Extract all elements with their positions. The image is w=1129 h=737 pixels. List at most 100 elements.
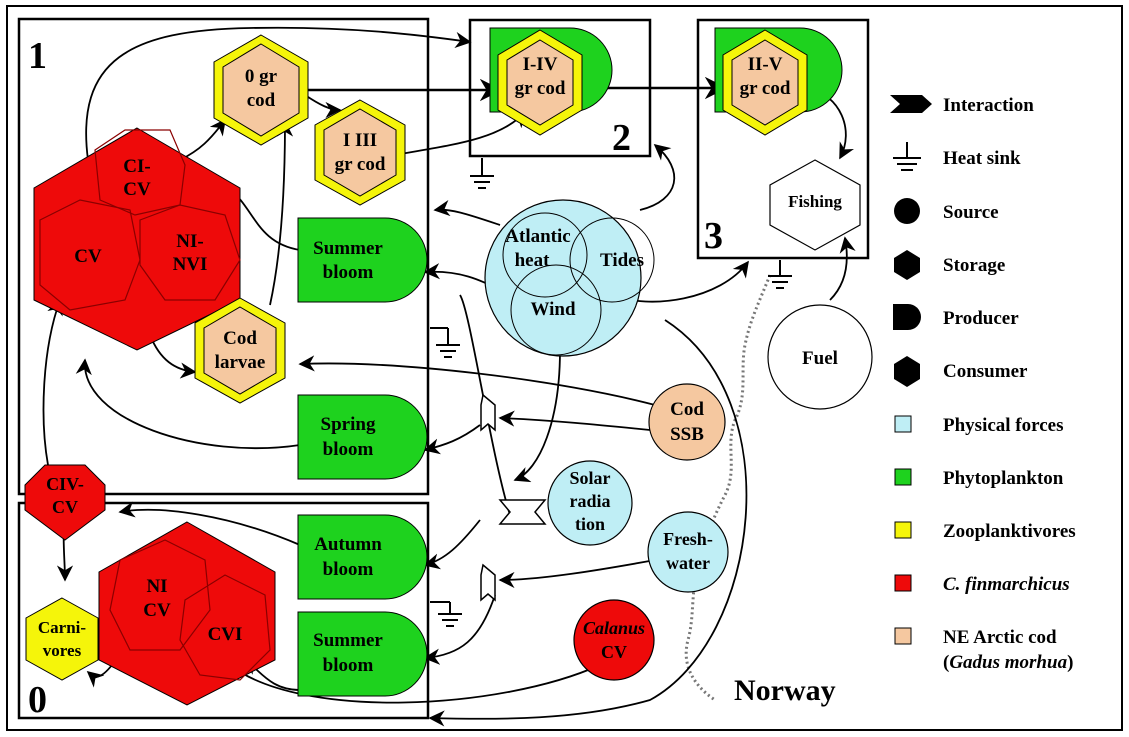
wind-label: Wind xyxy=(530,299,576,320)
fishing-hexagon xyxy=(769,159,861,251)
arrow-autumn-to-civcv xyxy=(118,501,301,546)
summer0-label-1: Summer xyxy=(313,630,383,651)
arrow-fresh-to-interaction xyxy=(498,559,656,589)
arrow-solar-to-summer1 xyxy=(459,294,511,516)
civcv-label-1: CIV- xyxy=(46,474,84,494)
arrow-ssb-to-interaction xyxy=(498,410,651,431)
legend: Interaction Heat sink Source Storage Pro… xyxy=(890,95,1076,673)
outer-frame xyxy=(6,5,1123,731)
norway-label: Norway xyxy=(734,674,836,707)
cod13-label-1: I III xyxy=(343,130,377,151)
arrow-solar-to-summer0 xyxy=(423,594,496,665)
civcv-label-2: CV xyxy=(52,497,78,517)
legend-zoo-swatch xyxy=(894,521,912,539)
legend-producer-label: Producer xyxy=(943,308,1019,329)
atlantic-label-1: Atlantic xyxy=(505,226,570,247)
cod0-label-1: 0 gr xyxy=(245,66,278,87)
arrow-nicv-to-carni xyxy=(86,664,113,688)
arrow-cod0-to-cod13 xyxy=(304,94,342,119)
ninvi-label-1: NI- xyxy=(176,231,203,252)
autumn-label-1: Autumn xyxy=(314,534,382,555)
physical-forces-circle xyxy=(484,199,642,357)
fresh-label-2: water xyxy=(666,553,710,573)
cod14-hexagon-inner xyxy=(506,39,574,126)
finmarchicus-subcompartments-box0 xyxy=(109,539,271,681)
legend-finmarchicus-swatch xyxy=(894,574,912,592)
legend-interaction-label: Interaction xyxy=(943,95,1034,116)
cod-larvae-label-1: Cod xyxy=(223,328,257,349)
arrow-calanus-to-cvi xyxy=(228,664,601,704)
solar-label-2: radia xyxy=(569,491,610,511)
calanus-label-2: CV xyxy=(601,642,627,662)
codssb-label-1: Cod xyxy=(670,399,704,420)
legend-consumer-label: Consumer xyxy=(943,361,1028,382)
codssb-label-2: SSB xyxy=(670,424,704,445)
calanus-label-1: Calanus xyxy=(583,618,645,638)
legend-storage-icon xyxy=(894,250,920,280)
cicv-label-2: CV xyxy=(123,179,151,200)
box-3-number: 3 xyxy=(704,215,723,257)
arrow-cicv-to-cod0 xyxy=(179,118,226,161)
legend-cod-swatch xyxy=(894,627,912,645)
arrow-fuel-to-fishing xyxy=(829,236,856,301)
cod25-hexagon-inner xyxy=(731,39,799,126)
solar-radiation-circle xyxy=(547,460,633,546)
arrow-fishing-to-box0 xyxy=(428,319,748,727)
heat-sink-icon-box3 xyxy=(768,260,792,289)
cod14-label-1: I-IV xyxy=(523,54,558,75)
cv-label: CV xyxy=(74,246,102,267)
spring-label-1: Spring xyxy=(321,414,376,435)
carni-label-2: vores xyxy=(43,641,82,660)
fuel-circle xyxy=(767,304,873,410)
atlantic-label-2: heat xyxy=(515,250,551,271)
legend-phyto-swatch xyxy=(894,468,912,486)
legend-physical-swatch xyxy=(894,415,912,433)
cod13-hexagon-inner xyxy=(323,108,397,197)
arrow-cod13-to-cod14 xyxy=(394,110,527,156)
interaction-icon-c xyxy=(480,563,496,602)
tides-label: Tides xyxy=(600,250,644,271)
legend-producer-icon xyxy=(893,304,921,330)
physical-forces-subcircles xyxy=(502,212,655,356)
legend-cod-label-2: (Gadus morhua) xyxy=(943,652,1073,673)
heat-sink-icon-box1 xyxy=(430,327,460,358)
autumn-label-2: bloom xyxy=(323,559,374,580)
box-1 xyxy=(17,17,430,496)
nicv-label-2: CV xyxy=(143,600,171,621)
legend-physical-label: Physical forces xyxy=(943,415,1064,436)
solar-label-1: Solar xyxy=(569,468,610,488)
cod14-label-2: gr cod xyxy=(515,78,566,99)
cod25-label-2: gr cod xyxy=(740,78,791,99)
freshwater-circle xyxy=(647,511,729,593)
arrow-atlantic-to-box2 xyxy=(639,143,676,211)
cod-larvae-label-2: larvae xyxy=(215,352,266,373)
civcv-shape xyxy=(24,464,106,541)
cod-ssb-circle xyxy=(648,383,726,461)
norway-coastline xyxy=(684,274,772,702)
box-1-number: 1 xyxy=(28,35,47,77)
heat-sink-icon-box2 xyxy=(470,158,494,189)
arrow-spring-to-box1 xyxy=(75,358,301,449)
arrow-civcv-to-cv xyxy=(42,298,63,466)
cicv-label-1: CI- xyxy=(123,156,150,177)
heat-sink-icon-box0 xyxy=(430,601,462,627)
cod-larvae-hexagon-inner xyxy=(203,306,277,395)
ninvi-label-2: NVI xyxy=(173,254,208,275)
cod0-label-2: cod xyxy=(247,90,276,111)
summer-bloom-box1 xyxy=(297,217,428,303)
legend-zoo-label: Zooplanktivores xyxy=(943,521,1076,542)
arrow-solar-to-autumn xyxy=(423,519,481,570)
box-0 xyxy=(17,501,430,720)
carni-label-1: Carni- xyxy=(38,618,87,637)
summer1-label-1: Summer xyxy=(313,238,383,259)
nicv-label-1: NI xyxy=(146,576,167,597)
interaction-icon-a xyxy=(480,393,496,432)
finmarchicus-subcompartments-box1 xyxy=(39,129,241,311)
cvi-label: CVI xyxy=(208,624,243,645)
box-2-number: 2 xyxy=(612,117,631,159)
summer-bloom-box0 xyxy=(297,611,428,697)
legend-finmarchicus-label: C. finmarchicus xyxy=(943,574,1070,595)
legend-cod-label-1: NE Arctic cod xyxy=(943,627,1057,648)
spring-bloom xyxy=(297,394,428,480)
